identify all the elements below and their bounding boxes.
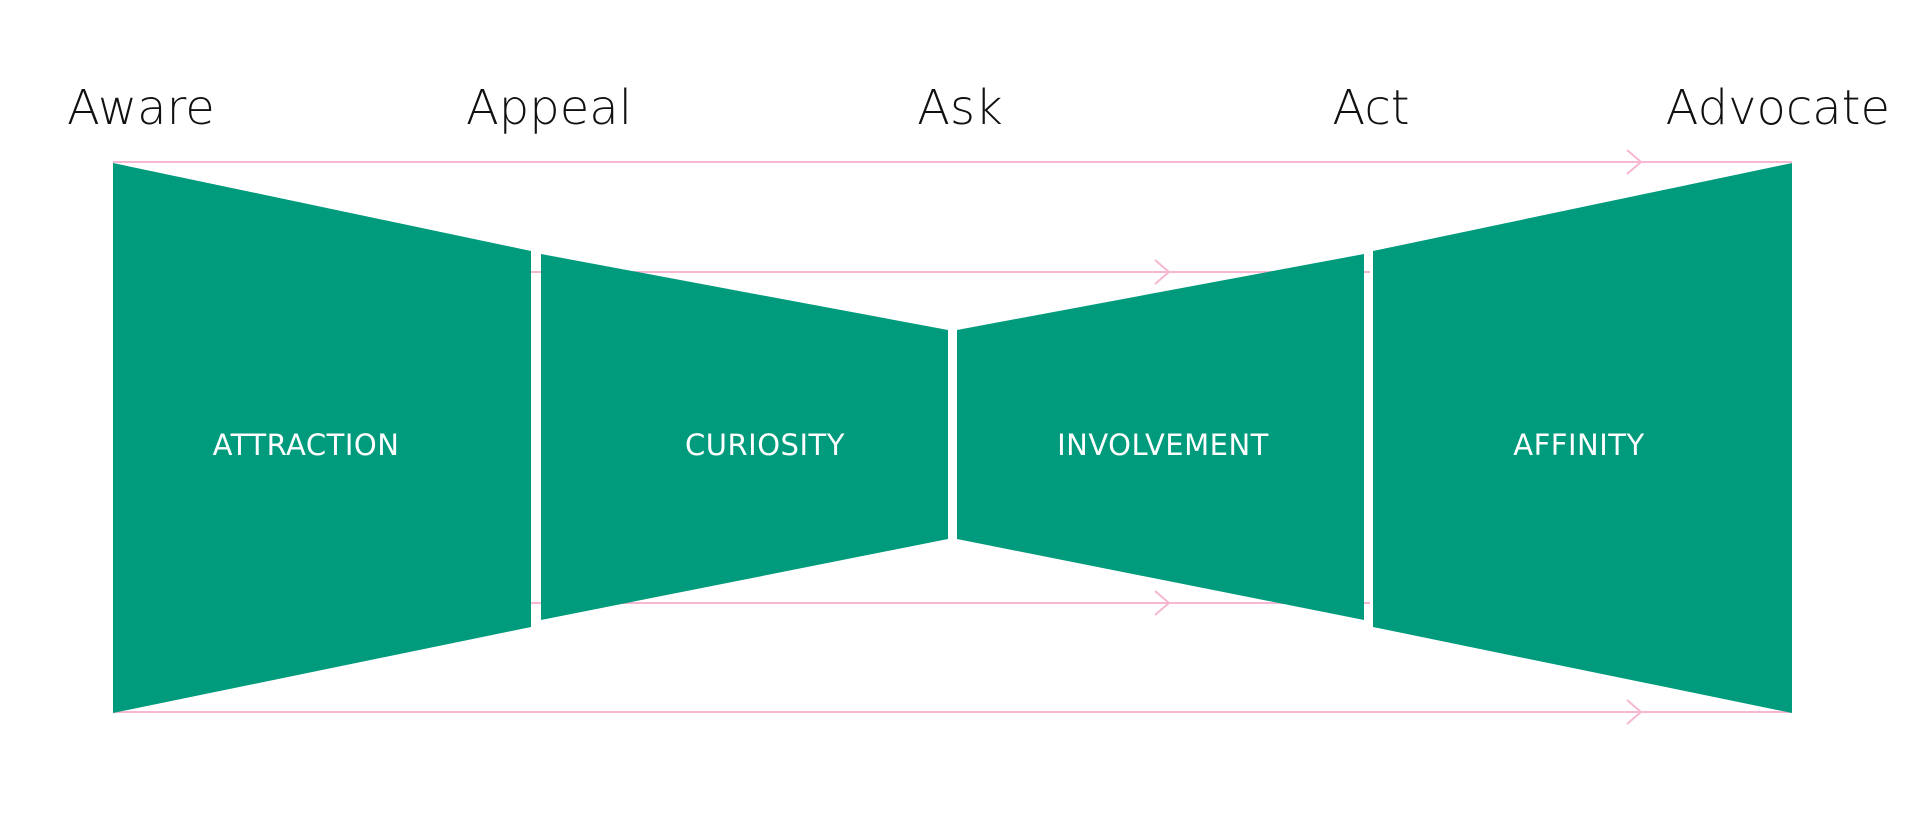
stage-label-advocate: Advocate [1666, 80, 1890, 136]
stage-label-act: Act [1332, 80, 1409, 136]
flow-arrow-bottom [113, 699, 1792, 725]
segment-label-involvement: INVOLVEMENT [1057, 428, 1269, 462]
segment-label-attraction: ATTRACTION [213, 428, 400, 462]
stage-labels: Aware Appeal Ask Act Advocate [67, 80, 1890, 136]
stage-label-aware: Aware [67, 80, 215, 136]
segment-label-affinity: AFFINITY [1513, 428, 1644, 462]
segment-label-curiosity: CURIOSITY [685, 428, 845, 462]
segment-affinity [1373, 163, 1792, 713]
stage-label-ask: Ask [917, 80, 1003, 136]
segment-attraction [113, 163, 531, 713]
flow-arrow-top [113, 149, 1792, 175]
flow-arrow-upper-middle [530, 259, 1370, 285]
segment-involvement [957, 254, 1364, 620]
segment-curiosity [541, 254, 948, 620]
stage-label-appeal: Appeal [466, 80, 632, 136]
bowtie-segments [113, 163, 1792, 713]
flow-arrows [113, 149, 1792, 725]
flow-arrow-lower-middle [530, 590, 1370, 616]
segment-labels: ATTRACTION CURIOSITY INVOLVEMENT AFFINIT… [213, 428, 1645, 462]
